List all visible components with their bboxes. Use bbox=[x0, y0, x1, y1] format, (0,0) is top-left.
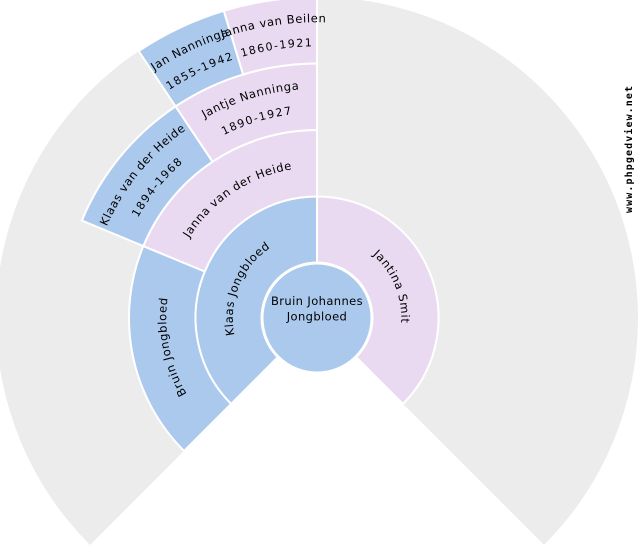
sector-janna-van-beilen[interactable] bbox=[222, 0, 318, 76]
center-person-circle[interactable] bbox=[260, 261, 374, 375]
center-person-name-line2: Jongbloed bbox=[286, 310, 348, 324]
watermark-url: www.phpgedview.net bbox=[623, 85, 635, 213]
center-person-name-line1: Bruin Johannes bbox=[271, 294, 363, 308]
